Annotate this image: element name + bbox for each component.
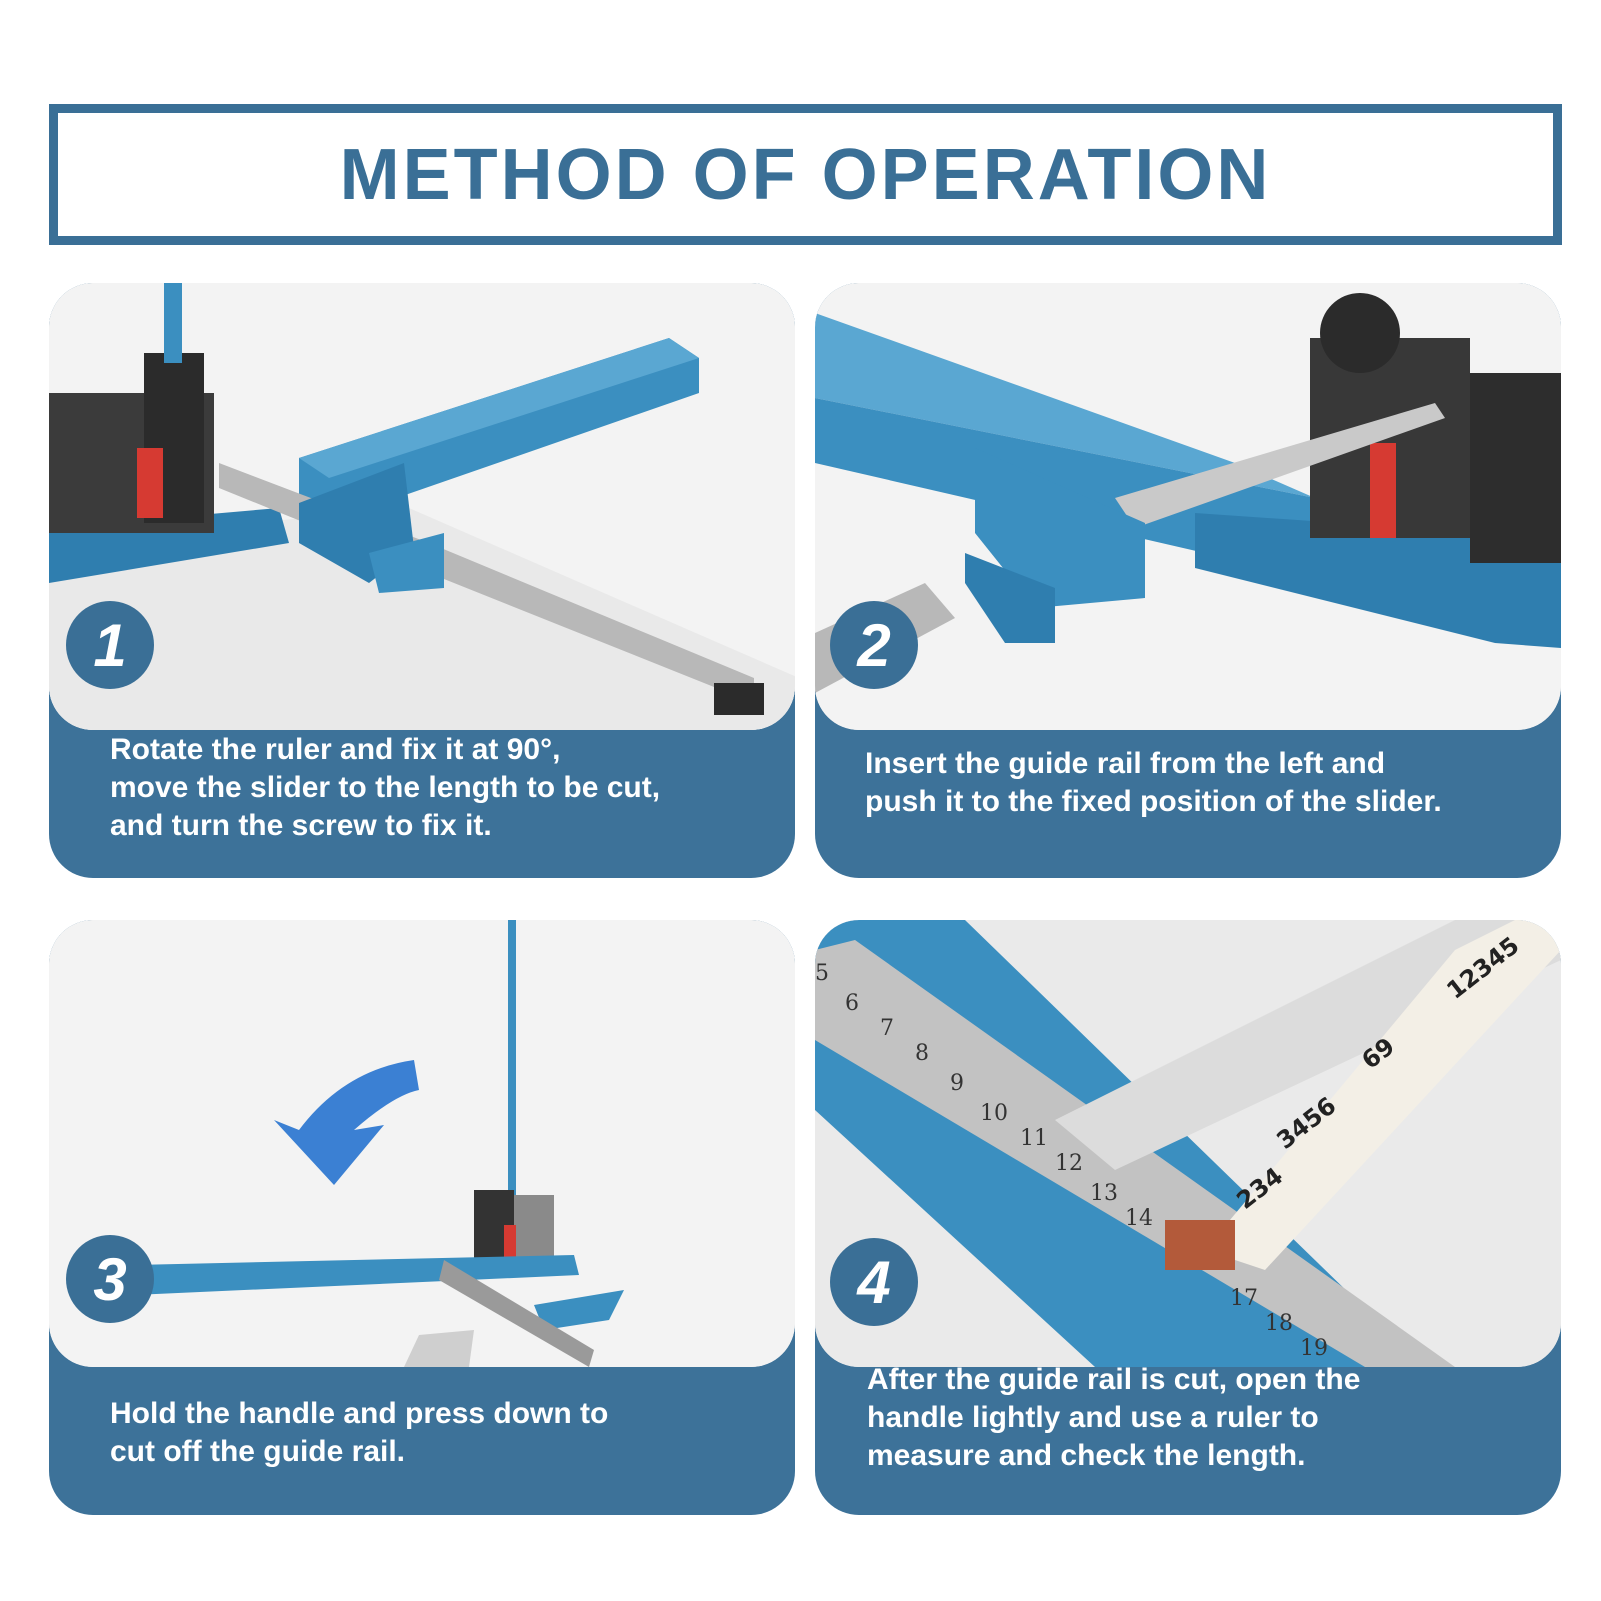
svg-text:12: 12 [1055, 1151, 1083, 1176]
step-card-4: 5 6 7 8 9 10 11 12 13 14 17 18 19 12345 … [815, 920, 1561, 1515]
step-number-4: 4 [830, 1238, 918, 1326]
step-photo-2: 2 [815, 283, 1561, 730]
svg-text:11: 11 [1020, 1126, 1048, 1151]
svg-text:19: 19 [1300, 1336, 1328, 1361]
measure-length-illustration: 5 6 7 8 9 10 11 12 13 14 17 18 19 12345 … [815, 920, 1561, 1367]
cutter-ruler-illustration [49, 283, 795, 730]
svg-text:17: 17 [1230, 1286, 1258, 1311]
step-photo-3: 3 [49, 920, 795, 1367]
step-caption-4: After the guide rail is cut, open the ha… [867, 1363, 1361, 1472]
ruler-marks: 5 6 7 8 9 10 11 12 13 14 17 18 19 [815, 961, 1328, 1361]
svg-text:18: 18 [1265, 1311, 1293, 1336]
arrow-down-icon [274, 1060, 419, 1185]
step-number-3: 3 [66, 1235, 154, 1323]
title-banner: METHOD OF OPERATION [49, 104, 1562, 245]
svg-text:8: 8 [915, 1041, 929, 1066]
guide-rail-illustration [815, 283, 1561, 730]
step-caption-1: Rotate the ruler and fix it at 90°, move… [110, 733, 661, 842]
step-caption-2: Insert the guide rail from the left and … [865, 747, 1442, 818]
step-card-3: 3 Hold the handle and press down to cut … [49, 920, 795, 1515]
step-number-1: 1 [66, 601, 154, 689]
step-photo-1: 1 [49, 283, 795, 730]
step-photo-4: 5 6 7 8 9 10 11 12 13 14 17 18 19 12345 … [815, 920, 1561, 1367]
svg-text:9: 9 [950, 1071, 964, 1096]
press-handle-illustration [49, 920, 795, 1367]
svg-text:6: 6 [845, 991, 859, 1016]
svg-text:10: 10 [980, 1101, 1008, 1126]
step-card-1: 1 Rotate the ruler and fix it at 90°, mo… [49, 283, 795, 878]
svg-text:7: 7 [880, 1016, 894, 1041]
page-title: METHOD OF OPERATION [339, 134, 1272, 215]
step-card-2: 2 Insert the guide rail from the left an… [815, 283, 1561, 878]
step-number-2: 2 [830, 601, 918, 689]
step-caption-3: Hold the handle and press down to cut of… [110, 1397, 609, 1468]
svg-text:5: 5 [815, 961, 829, 986]
svg-text:14: 14 [1125, 1206, 1153, 1231]
svg-text:13: 13 [1090, 1181, 1118, 1206]
